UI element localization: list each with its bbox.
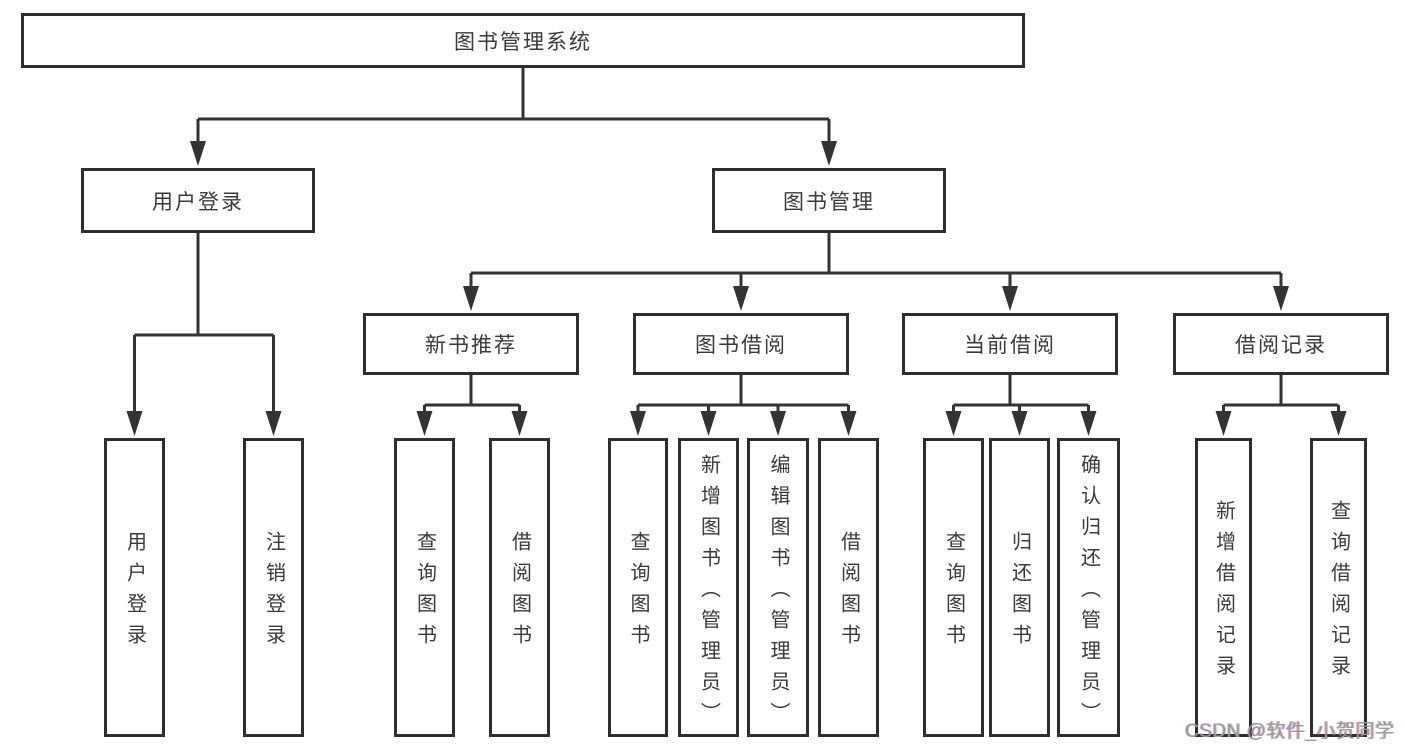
node-user-login: 用户登录 <box>81 168 315 233</box>
leaf-query-books-current-label: 查询图书 <box>942 531 965 655</box>
leaf-borrow-books-recommend: 借阅图书 <box>489 438 550 737</box>
leaf-confirm-return-admin-label: 确认归还（管理员） <box>1077 453 1100 733</box>
leaf-edit-book-admin-label: 编辑图书（管理员） <box>767 453 789 733</box>
leaf-add-borrow-record: 新增借阅记录 <box>1195 438 1252 737</box>
leaf-add-borrow-record-label: 新增借阅记录 <box>1212 500 1235 686</box>
leaf-logout: 注销登录 <box>243 438 304 737</box>
leaf-user-login-label: 用户登录 <box>123 531 146 655</box>
node-book-management: 图书管理 <box>712 168 946 233</box>
leaf-return-book: 归还图书 <box>989 438 1050 737</box>
leaf-query-borrow-record-label: 查询借阅记录 <box>1327 500 1350 686</box>
leaf-user-login: 用户登录 <box>104 438 165 737</box>
leaf-borrow-books-borrowing: 借阅图书 <box>818 438 879 737</box>
leaf-borrow-books-recommend-label: 借阅图书 <box>508 531 531 655</box>
leaf-add-book-admin: 新增图书（管理员） <box>678 438 739 737</box>
leaf-query-books-recommend-label: 查询图书 <box>413 531 436 655</box>
leaf-edit-book-admin: 编辑图书（管理员） <box>747 438 809 737</box>
node-current-borrowing: 当前借阅 <box>902 313 1118 375</box>
connector-segments <box>133 68 1340 413</box>
leaf-borrow-books-borrowing-label: 借阅图书 <box>837 531 860 655</box>
leaf-query-books-borrowing-label: 查询图书 <box>627 531 649 655</box>
leaf-return-book-label: 归还图书 <box>1008 531 1031 655</box>
arrowhead-icons <box>126 141 1347 436</box>
leaf-query-books-current: 查询图书 <box>923 438 984 737</box>
leaf-query-books-borrowing: 查询图书 <box>608 438 668 737</box>
leaf-confirm-return-admin: 确认归还（管理员） <box>1057 438 1120 737</box>
node-book-borrowing: 图书借阅 <box>633 313 849 375</box>
leaf-add-book-admin-label: 新增图书（管理员） <box>697 453 720 733</box>
node-borrowing-records: 借阅记录 <box>1173 313 1389 375</box>
node-root-library-system: 图书管理系统 <box>21 13 1025 68</box>
node-new-book-recommend: 新书推荐 <box>363 313 579 375</box>
leaf-query-books-recommend: 查询图书 <box>394 438 455 737</box>
leaf-query-borrow-record: 查询借阅记录 <box>1310 438 1367 737</box>
leaf-logout-label: 注销登录 <box>262 531 285 655</box>
csdn-watermark: CSDN @软件_小贺同学 <box>1185 721 1395 742</box>
